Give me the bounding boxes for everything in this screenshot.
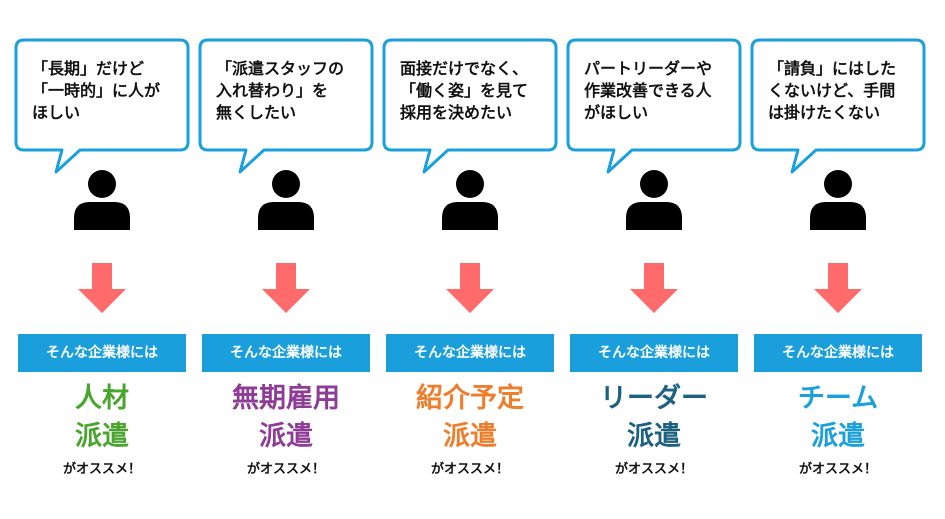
banner-label: そんな企業様には bbox=[18, 334, 186, 372]
speech-bubble bbox=[382, 38, 558, 174]
result-line-2: 派遣 bbox=[259, 421, 313, 452]
banner-label: そんな企業様には bbox=[570, 334, 738, 372]
result-line-1: リーダー bbox=[600, 383, 708, 414]
result-line-2: 派遣 bbox=[811, 421, 865, 452]
column-4: パートリーダーや 作業改善できる人 がほしい そんな企業様には リーダー 派遣 … bbox=[564, 0, 744, 519]
speech-bubble bbox=[566, 38, 742, 174]
result-line-2: 派遣 bbox=[627, 421, 681, 452]
recommend-text: がオススメ！ bbox=[246, 462, 325, 477]
result-title: チーム 派遣 bbox=[748, 380, 928, 456]
person-icon bbox=[626, 170, 682, 230]
result-title: 紹介予定 派遣 bbox=[380, 380, 560, 456]
result-line-1: 無期雇用 bbox=[232, 383, 340, 414]
banner-label: そんな企業様には bbox=[202, 334, 370, 372]
person-icon bbox=[258, 170, 314, 230]
result-line-1: 紹介予定 bbox=[416, 383, 524, 414]
result-line-1: チーム bbox=[797, 383, 879, 414]
bubble-text: 「請負」にはした くないけど、手間 は掛けたくない bbox=[768, 59, 897, 122]
recommend-text: がオススメ！ bbox=[614, 462, 693, 477]
recommend-text: がオススメ！ bbox=[798, 462, 877, 477]
result-line-2: 派遣 bbox=[75, 421, 129, 452]
column-5: 「請負」にはした くないけど、手間 は掛けたくない そんな企業様には チーム 派… bbox=[748, 0, 928, 519]
down-arrow-icon bbox=[262, 263, 310, 313]
banner-label: そんな企業様には bbox=[386, 334, 554, 372]
speech-bubble bbox=[14, 38, 190, 174]
recommend-text: がオススメ！ bbox=[430, 462, 509, 477]
result-title: リーダー 派遣 bbox=[564, 380, 744, 456]
down-arrow-icon bbox=[630, 263, 678, 313]
down-arrow-icon bbox=[814, 263, 862, 313]
down-arrow-icon bbox=[78, 263, 126, 313]
bubble-text: パートリーダーや 作業改善できる人 がほしい bbox=[584, 59, 713, 122]
person-icon bbox=[810, 170, 866, 230]
bubble-text: 「派遣スタッフの 入れ替わり」を 無くしたい bbox=[216, 59, 345, 122]
down-arrow-icon bbox=[446, 263, 494, 313]
person-icon bbox=[442, 170, 498, 230]
person-icon bbox=[74, 170, 130, 230]
result-title: 人材 派遣 bbox=[12, 380, 192, 456]
result-line-1: 人材 bbox=[75, 383, 129, 414]
column-2: 「派遣スタッフの 入れ替わり」を 無くしたい そんな企業様には 無期雇用 派遣 … bbox=[196, 0, 376, 519]
banner-label: そんな企業様には bbox=[754, 334, 922, 372]
result-title: 無期雇用 派遣 bbox=[196, 380, 376, 456]
column-3: 面接だけでなく、 「働く姿」を見て 採用を決めたい そんな企業様には 紹介予定 … bbox=[380, 0, 560, 519]
bubble-text: 「長期」だけど 「一時的」に人が ほしい bbox=[32, 59, 161, 122]
result-line-2: 派遣 bbox=[443, 421, 497, 452]
speech-bubble bbox=[750, 38, 926, 174]
bubble-text: 面接だけでなく、 「働く姿」を見て 採用を決めたい bbox=[400, 59, 529, 122]
recommend-text: がオススメ！ bbox=[62, 462, 141, 477]
speech-bubble bbox=[198, 38, 374, 174]
column-1: 「長期」だけど 「一時的」に人が ほしい そんな企業様には 人材 派遣 がオスス… bbox=[12, 0, 192, 519]
